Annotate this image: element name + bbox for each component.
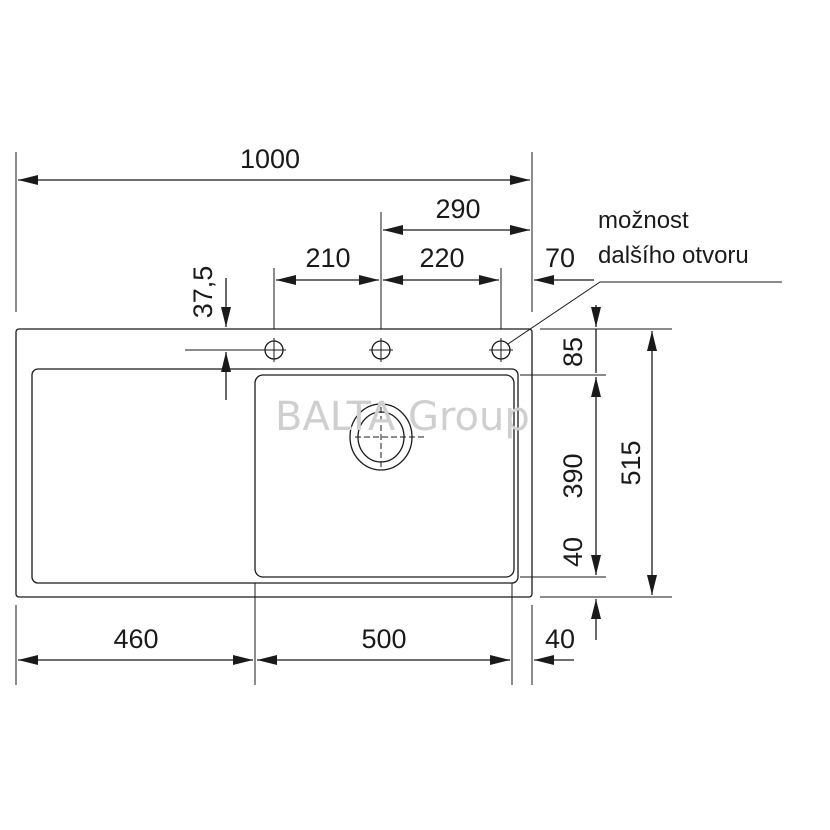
- bowl-outline: [254, 374, 515, 578]
- dim-label-top-to-bowl: 85: [558, 337, 588, 367]
- dim-label-overall-width: 1000: [240, 144, 300, 174]
- drain-icon: [349, 403, 425, 471]
- watermark: BALTA Group: [275, 394, 530, 440]
- dim-label-hole-edge: 70: [545, 243, 575, 273]
- dim-label-hole-spacing-1: 210: [305, 243, 350, 273]
- dim-label-right-margin: 40: [545, 624, 575, 654]
- dim-label-hole-spacing-2: 220: [419, 243, 464, 273]
- note-line-1: možnost: [598, 207, 689, 234]
- dim-label-right-offset: 290: [435, 194, 480, 224]
- note-line-2: dalšího otvoru: [598, 242, 749, 269]
- tap-hole-optional: [489, 338, 513, 362]
- tap-hole-1: [262, 338, 286, 362]
- note-leader-line: [507, 281, 782, 345]
- dim-label-overall-depth: 515: [616, 440, 646, 485]
- dim-label-bowl-width: 500: [361, 624, 406, 654]
- dim-label-drainer-width: 460: [113, 624, 158, 654]
- dim-label-hole-from-edge: 37,5: [188, 266, 218, 319]
- dim-label-bowl-depth: 390: [558, 453, 588, 498]
- tap-hole-2: [369, 338, 393, 362]
- drainer-outline: [31, 368, 519, 584]
- dim-label-bowl-to-bottom: 40: [558, 537, 588, 567]
